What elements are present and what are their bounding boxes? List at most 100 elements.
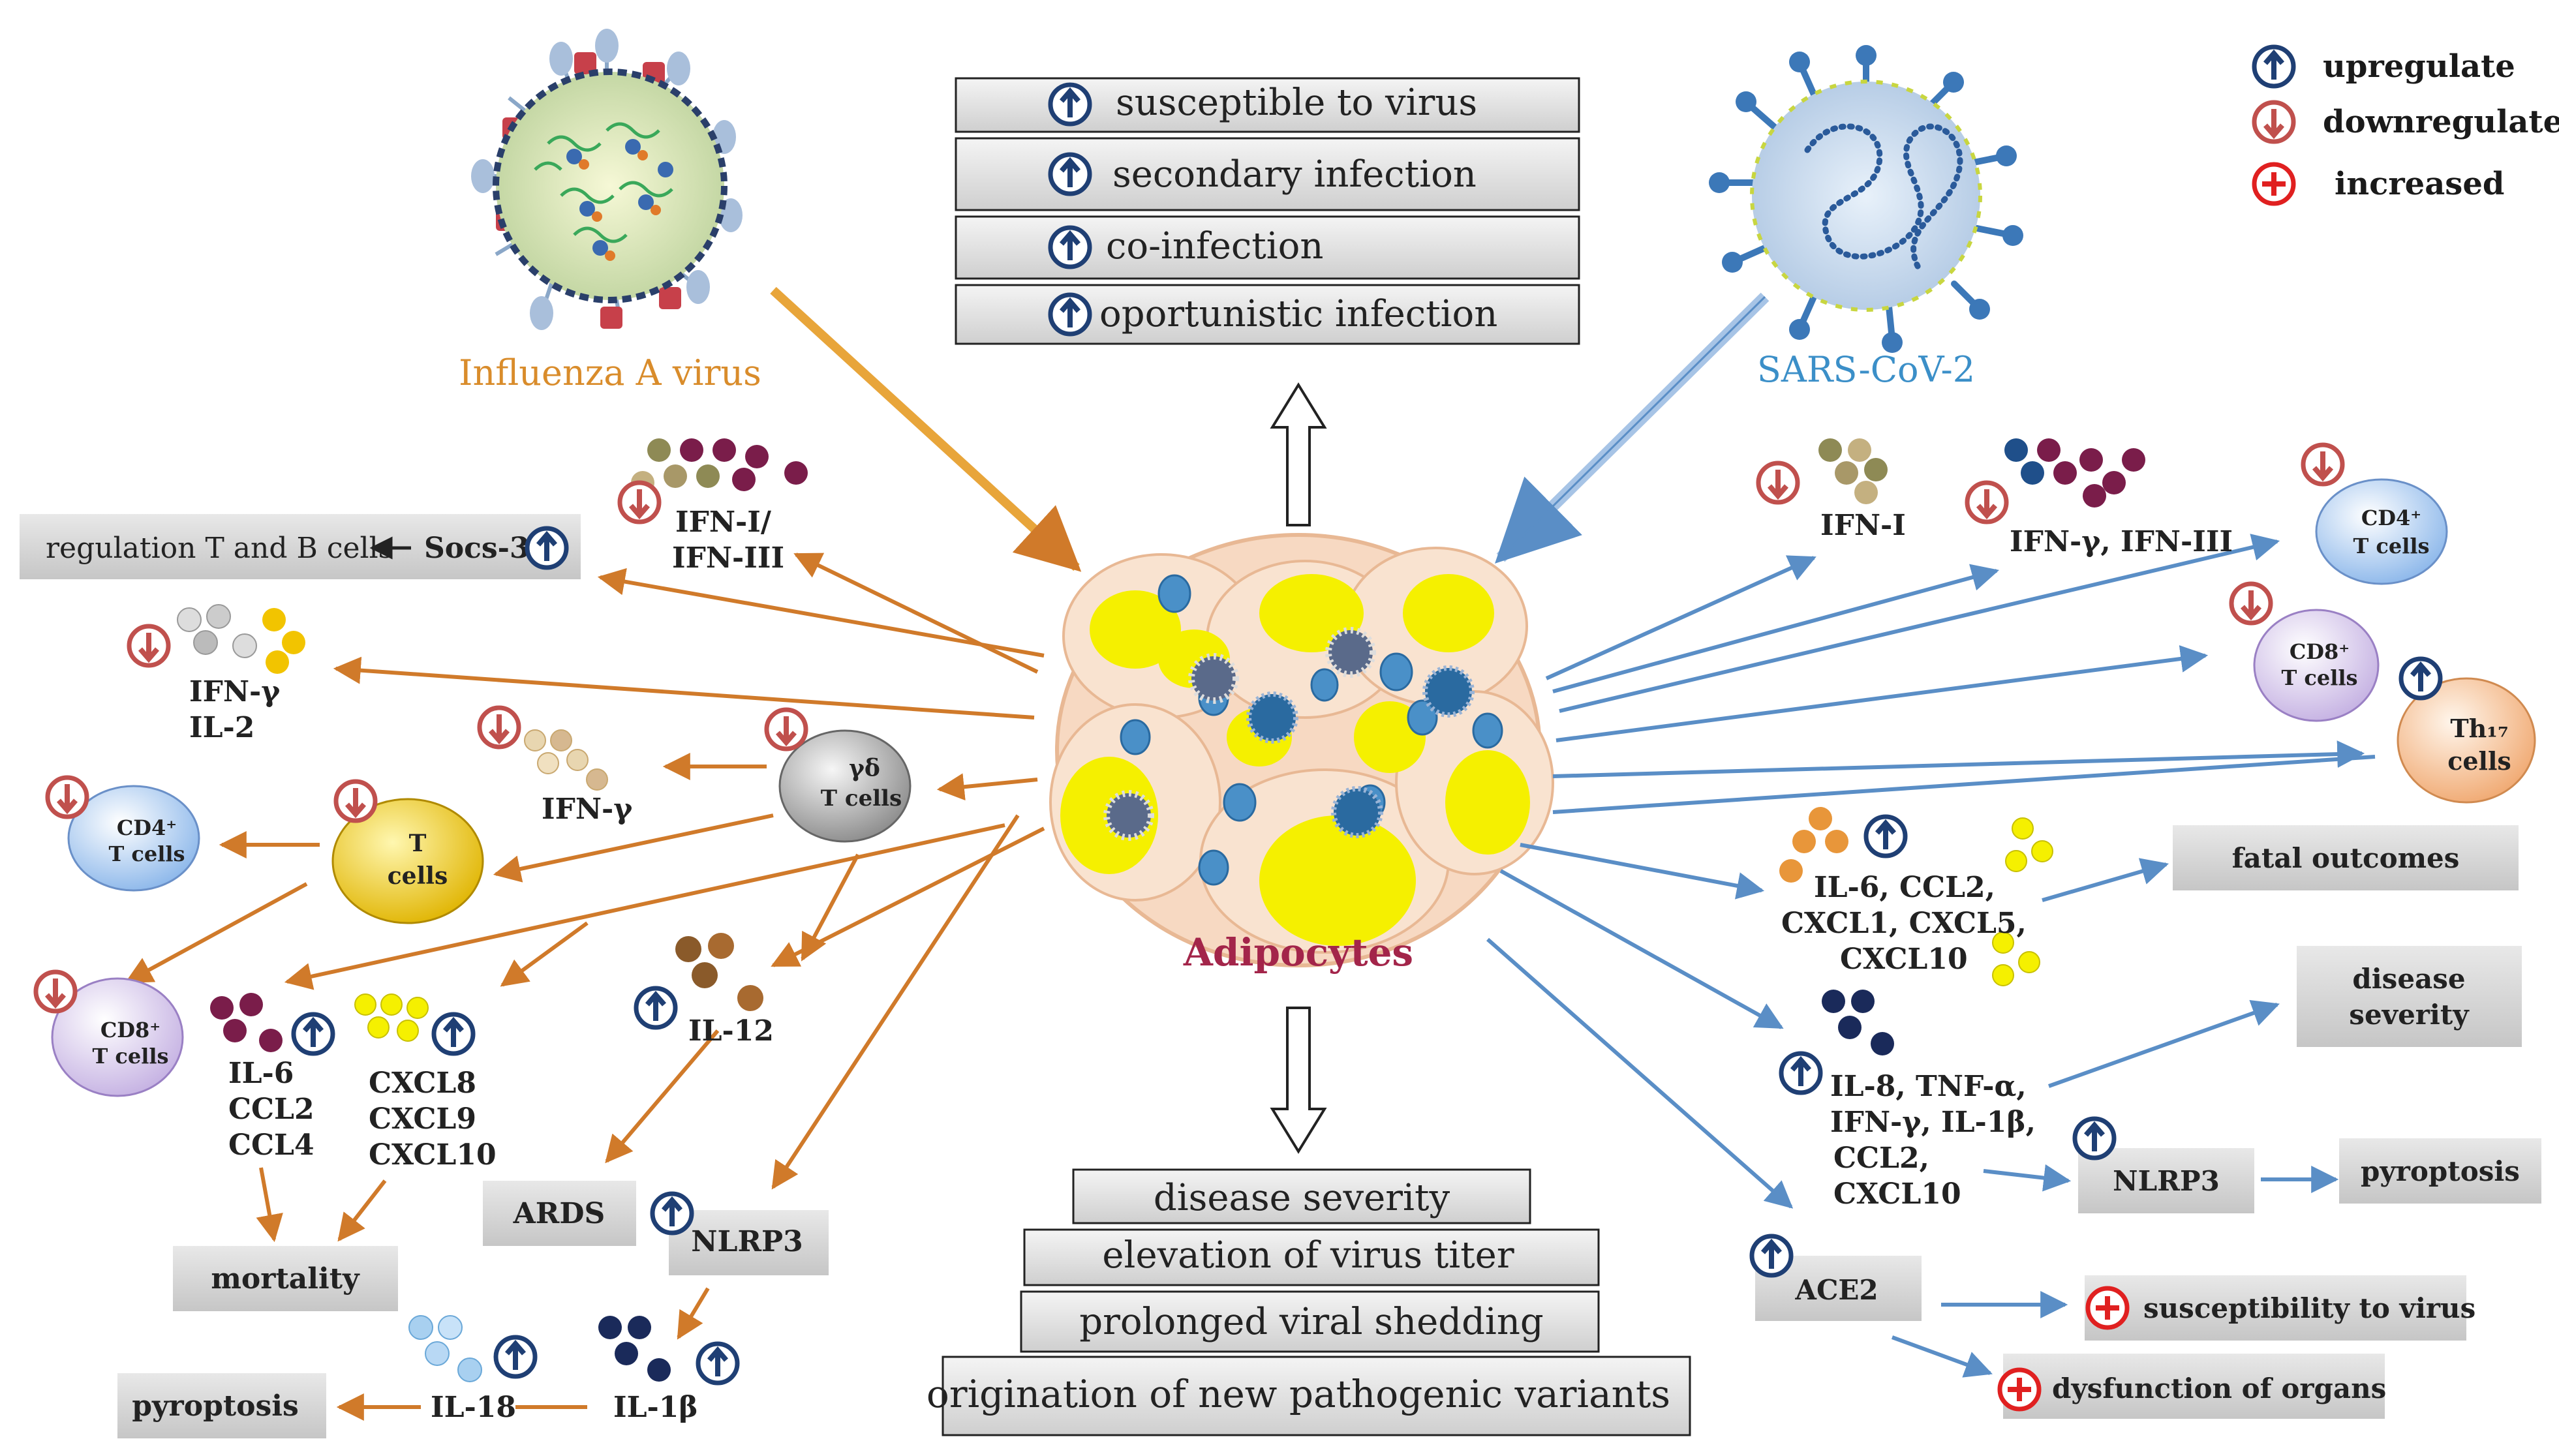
pyroptosis-right-label: pyroptosis xyxy=(2361,1155,2520,1187)
t-cell-label-1: T xyxy=(409,830,427,857)
up-icon xyxy=(1048,82,1092,127)
regulation-box xyxy=(20,514,581,579)
legend-upregulate: upregulate xyxy=(2323,48,2515,85)
down-icon xyxy=(1756,461,1800,505)
il18-molecules-icon xyxy=(408,1315,482,1382)
up-icon xyxy=(1779,1051,1823,1095)
il8-right-label-3: CCL2, xyxy=(1833,1142,1929,1175)
ifn-i-right-label: IFN-I xyxy=(1820,509,1906,542)
pyroptosis-right-box xyxy=(2339,1138,2541,1204)
t-cell-label-2: cells xyxy=(388,862,448,890)
regulation-label: regulation T and B cells xyxy=(46,532,393,565)
up-icon xyxy=(493,1335,538,1379)
up-icon xyxy=(1048,292,1092,337)
down-icon xyxy=(2301,442,2345,487)
legend-downregulate: downregulate xyxy=(2323,104,2559,140)
cd8-left-label-2: T cells xyxy=(92,1044,168,1069)
bottom-effect-box xyxy=(1072,1168,1531,1224)
ifng-il2-molecules-icon xyxy=(177,604,305,674)
pyroptosis-left-box xyxy=(117,1373,326,1438)
down-icon xyxy=(45,775,89,819)
up-icon xyxy=(1749,1234,1794,1278)
il1b-molecules-icon xyxy=(598,1316,671,1382)
dysfunction-label: dysfunction of organs xyxy=(2052,1373,2386,1404)
plus-icon xyxy=(2252,162,2296,206)
right-arrows xyxy=(1486,534,2376,1378)
up-icon xyxy=(1048,152,1092,196)
cd8-left-cell-icon xyxy=(51,977,184,1097)
influenza-label: Influenza A virus xyxy=(459,352,761,393)
bottom-effect-label: elevation of virus titer xyxy=(1102,1234,1514,1277)
ifng-small-label: IFN-γ xyxy=(542,793,633,826)
pyroptosis-left-label: pyroptosis xyxy=(132,1389,299,1423)
plus-icon xyxy=(1997,1367,2042,1412)
top-effect-label: susceptible to virus xyxy=(1116,82,1477,124)
gd-t-cell-icon xyxy=(778,729,912,843)
sars-label: SARS-CoV-2 xyxy=(1757,349,1975,390)
ards-box xyxy=(483,1181,636,1246)
bottom-effect-box xyxy=(1023,1228,1600,1286)
ace2-label: ACE2 xyxy=(1794,1274,1878,1306)
bottom-effect-label: prolonged viral shedding xyxy=(1079,1301,1544,1343)
nlrp3-left-label: NLRP3 xyxy=(691,1225,803,1258)
il6-right-label-1: IL-6, CCL2, xyxy=(1814,871,1995,904)
up-icon xyxy=(1048,225,1092,269)
susceptibility-box xyxy=(2085,1275,2466,1341)
nlrp3-left-box xyxy=(669,1210,829,1275)
up-icon xyxy=(696,1341,740,1386)
up-icon xyxy=(2072,1116,2117,1160)
susceptibility-label: susceptibility to virus xyxy=(2143,1292,2475,1324)
gd-label-2: T cells xyxy=(821,785,902,811)
plus-icon xyxy=(2085,1286,2130,1330)
sars-cov-2-virus-icon xyxy=(1709,45,2023,353)
legend-increased: increased xyxy=(2335,166,2504,202)
ccl4-left-label: CCL4 xyxy=(228,1129,314,1162)
up-icon xyxy=(525,526,569,570)
cd4-left-label-1: CD4⁺ xyxy=(117,815,177,840)
up-icon xyxy=(2252,44,2296,89)
cxcl-left-molecules-icon xyxy=(354,993,429,1042)
sars-to-adipocytes-arrow xyxy=(1495,292,1770,564)
cd8-right-label-1: CD8⁺ xyxy=(2290,639,2350,664)
top-effect-label: oportunistic infection xyxy=(1099,293,1497,335)
cd4-right-cell-icon xyxy=(2315,478,2448,585)
il2-label: IL-2 xyxy=(189,711,254,744)
socs3-label: Socs-3 xyxy=(424,532,530,565)
down-icon xyxy=(127,624,171,668)
down-icon xyxy=(333,779,378,823)
th17-label-1: Th₁₇ xyxy=(2450,714,2508,743)
left-arrows xyxy=(125,553,1045,1421)
cd4-left-cell-icon xyxy=(67,785,200,892)
il8-right-label-1: IL-8, TNF-α, xyxy=(1830,1070,2027,1103)
ards-label: ARDS xyxy=(513,1197,605,1230)
up-icon xyxy=(2398,656,2443,701)
severity-right-label-1: disease xyxy=(2352,963,2465,995)
cd4-right-label-1: CD4⁺ xyxy=(2361,506,2421,530)
il8-right-molecules-icon xyxy=(1822,990,1894,1055)
up-icon xyxy=(1863,814,1908,858)
ifng-small-molecules-icon xyxy=(524,729,608,791)
th17-label-2: cells xyxy=(2447,746,2511,776)
adipocytes-label: Adipocytes xyxy=(1183,930,1413,975)
il6-left-label: IL-6 xyxy=(228,1057,294,1090)
ifn-i-iii-label-1: IFN-I/ xyxy=(675,506,772,539)
cd8-right-cell-icon xyxy=(2253,609,2380,722)
up-hollow-arrow xyxy=(1270,382,1327,526)
il6-right-label-2: CXCL1, CXCL5, xyxy=(1781,907,2027,940)
il12-label: IL-12 xyxy=(688,1014,774,1048)
nlrp3-right-box xyxy=(2078,1148,2254,1213)
ifn-left-molecules-icon xyxy=(631,438,808,494)
bottom-effects: disease severity elevation of virus tite… xyxy=(927,1168,1691,1436)
influenza-virus-icon xyxy=(471,29,743,330)
il6-right-molecules-icon xyxy=(1779,807,2053,986)
ccl2-left-label: CCL2 xyxy=(228,1093,314,1126)
ifng-iii-right-label: IFN-γ, IFN-III xyxy=(2010,525,2233,558)
down-icon xyxy=(764,707,808,751)
bottom-effect-box xyxy=(1020,1290,1600,1353)
il1b-label: IL-1β xyxy=(613,1391,698,1424)
up-icon xyxy=(291,1012,335,1056)
up-icon xyxy=(431,1012,476,1056)
ifng-label: IFN-γ xyxy=(189,675,281,708)
cxcl8-left-label: CXCL8 xyxy=(369,1067,476,1100)
